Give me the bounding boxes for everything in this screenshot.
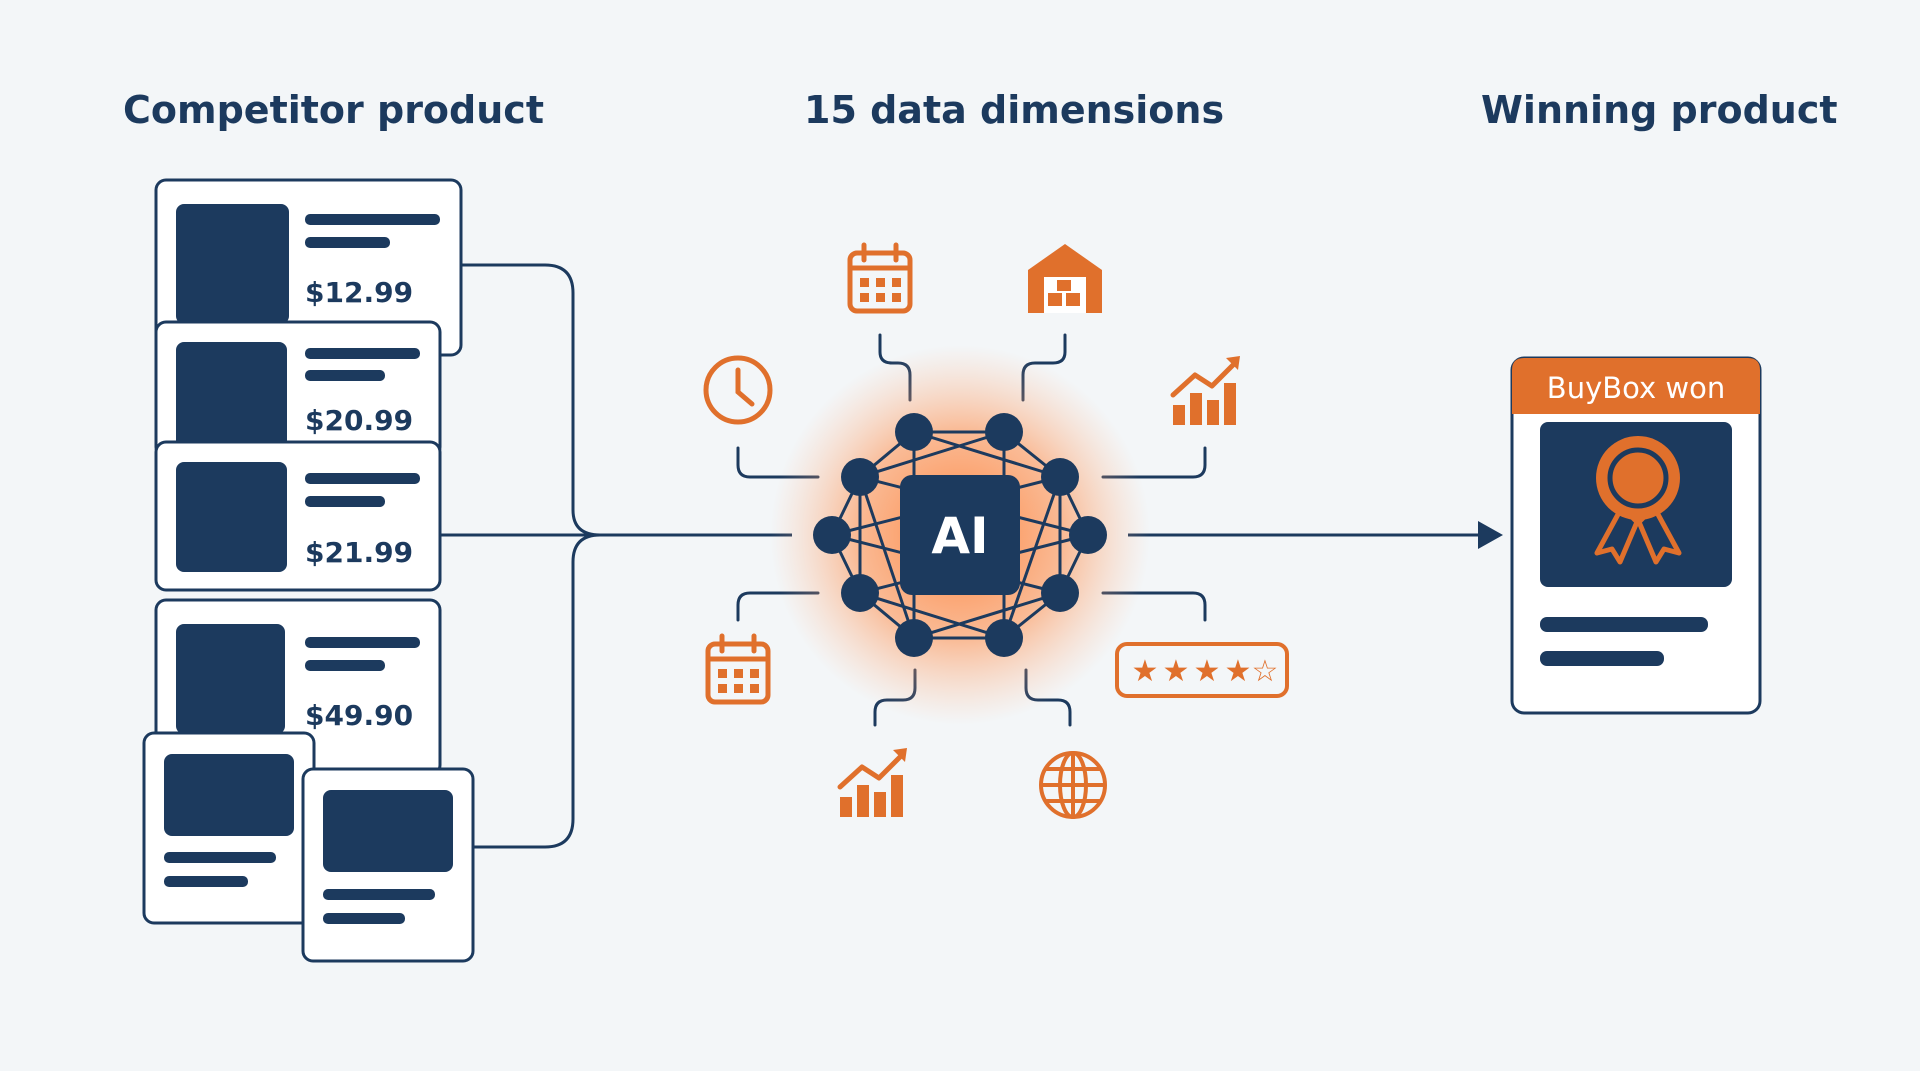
competitor-card-6: [301, 767, 475, 963]
title-data-dimensions: 15 data dimensions: [804, 88, 1225, 132]
trend-chart-icon: [837, 748, 907, 817]
award-ribbon-icon: [1594, 436, 1682, 565]
clock-icon: [703, 355, 773, 425]
merge-connectors: [440, 263, 1478, 849]
arrow-head: [1478, 521, 1503, 549]
title-winning-product: Winning product: [1481, 88, 1838, 132]
ai-label: AI: [931, 507, 988, 565]
competitor-card-1: $12.99: [154, 178, 463, 357]
calendar-icon: [705, 633, 771, 705]
competitor-card-2: $20.99: [154, 320, 442, 459]
competitor-price-1: $12.99: [305, 276, 413, 309]
competitor-card-4: $49.90: [154, 598, 442, 777]
trend-chart-icon: [1170, 356, 1240, 425]
title-competitor-product: Competitor product: [123, 88, 544, 132]
competitor-price-2: $20.99: [305, 404, 413, 437]
competitor-price-4: $49.90: [305, 699, 413, 732]
svg-text:★: ★: [1194, 654, 1221, 689]
competitor-card-3: $21.99: [154, 440, 442, 592]
star-rating-icon: ★ ★ ★ ★ ☆: [1115, 642, 1289, 698]
winning-product-card: BuyBox won: [1510, 356, 1762, 715]
ai-core: AI: [770, 345, 1150, 725]
svg-text:★: ★: [1225, 654, 1252, 689]
svg-text:☆: ☆: [1252, 654, 1279, 689]
svg-text:★: ★: [1163, 654, 1190, 689]
competitor-price-3: $21.99: [305, 536, 413, 569]
calendar-icon: [847, 242, 913, 314]
svg-text:★: ★: [1132, 654, 1159, 689]
buybox-won-badge: BuyBox won: [1547, 371, 1725, 405]
warehouse-icon: [1028, 244, 1102, 313]
globe-icon: [1039, 751, 1107, 819]
competitor-card-5: [142, 731, 316, 925]
